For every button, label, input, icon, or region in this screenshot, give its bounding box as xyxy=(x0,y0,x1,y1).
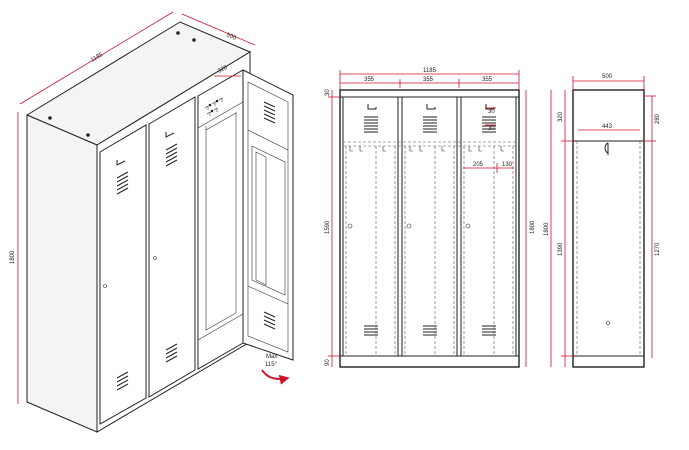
lock-icon xyxy=(406,223,412,229)
front-col2-label: 355 xyxy=(423,77,434,83)
front-s1-label: 30 xyxy=(488,109,495,115)
hook-icon xyxy=(604,142,609,155)
door-angle-line1: Max xyxy=(266,354,277,360)
lock-icon xyxy=(347,223,353,229)
front-top-label: 30 xyxy=(325,89,331,96)
front-door-3 xyxy=(460,96,517,357)
door-vent-bottom xyxy=(263,311,276,330)
iso-depth-dimension xyxy=(181,13,256,46)
iso-side-face xyxy=(26,114,98,433)
lock-icon xyxy=(103,284,107,288)
door-vent-top xyxy=(263,101,276,124)
side-body xyxy=(572,89,645,368)
front-body xyxy=(339,89,520,368)
door-2-vent-bottom xyxy=(165,343,178,363)
door-angle-line2: 115° xyxy=(265,362,278,368)
door-1-vent-top xyxy=(116,171,129,195)
iso-door-1 xyxy=(99,124,147,425)
handle-icon xyxy=(165,132,175,138)
iso-open-door xyxy=(242,69,294,361)
front-col1-label: 355 xyxy=(364,77,375,83)
front-d1-label: 205 xyxy=(473,162,484,168)
front-total-label: 1185 xyxy=(423,68,437,74)
front-total-height-label: 1800 xyxy=(530,220,536,234)
handle-icon xyxy=(367,104,377,110)
front-s2-label: 30 xyxy=(488,126,495,132)
side-inner-label: 443 xyxy=(602,124,613,130)
handle-icon xyxy=(426,104,436,110)
side-total-label: 1800 xyxy=(544,222,550,236)
front-inner-label: 1590 xyxy=(325,220,331,234)
iso-height-label: 1800 xyxy=(10,250,16,264)
door-2-vent-top xyxy=(165,143,178,167)
front-vents-bottom xyxy=(364,325,496,336)
lock-icon xyxy=(465,223,471,229)
front-hooks xyxy=(349,146,504,152)
side-top-right-label: 280 xyxy=(655,113,661,124)
iso-door-2 xyxy=(148,96,196,398)
front-view: 1185 355 355 355 30 1590 90 1800 205 130… xyxy=(325,68,536,368)
front-door-2 xyxy=(401,96,458,357)
front-col3-label: 355 xyxy=(482,77,493,83)
hooks-icon xyxy=(204,97,223,116)
lock-icon xyxy=(153,256,157,260)
iso-depth-label: 500 xyxy=(225,32,237,42)
door-1-vent-bottom xyxy=(116,371,129,391)
iso-width-label: 1185 xyxy=(90,52,105,64)
isometric-view: 1185 500 1800 320 Max 115° xyxy=(10,11,294,433)
side-right-height-label: 1270 xyxy=(655,242,661,256)
side-view: 500 443 320 1390 1800 280 1270 xyxy=(544,74,661,368)
front-door-1 xyxy=(342,96,399,357)
curved-arrow-icon xyxy=(261,369,290,385)
handle-icon xyxy=(116,160,126,166)
front-vents-top xyxy=(364,116,496,133)
side-inner-height-label: 1390 xyxy=(558,242,564,256)
front-bottom-label: 90 xyxy=(325,359,331,366)
iso-shelf-label: 320 xyxy=(217,64,229,74)
front-d2-label: 130 xyxy=(502,162,513,168)
side-top-label: 320 xyxy=(558,111,564,122)
side-depth-label: 500 xyxy=(602,74,613,80)
iso-width-dimension xyxy=(19,11,174,105)
